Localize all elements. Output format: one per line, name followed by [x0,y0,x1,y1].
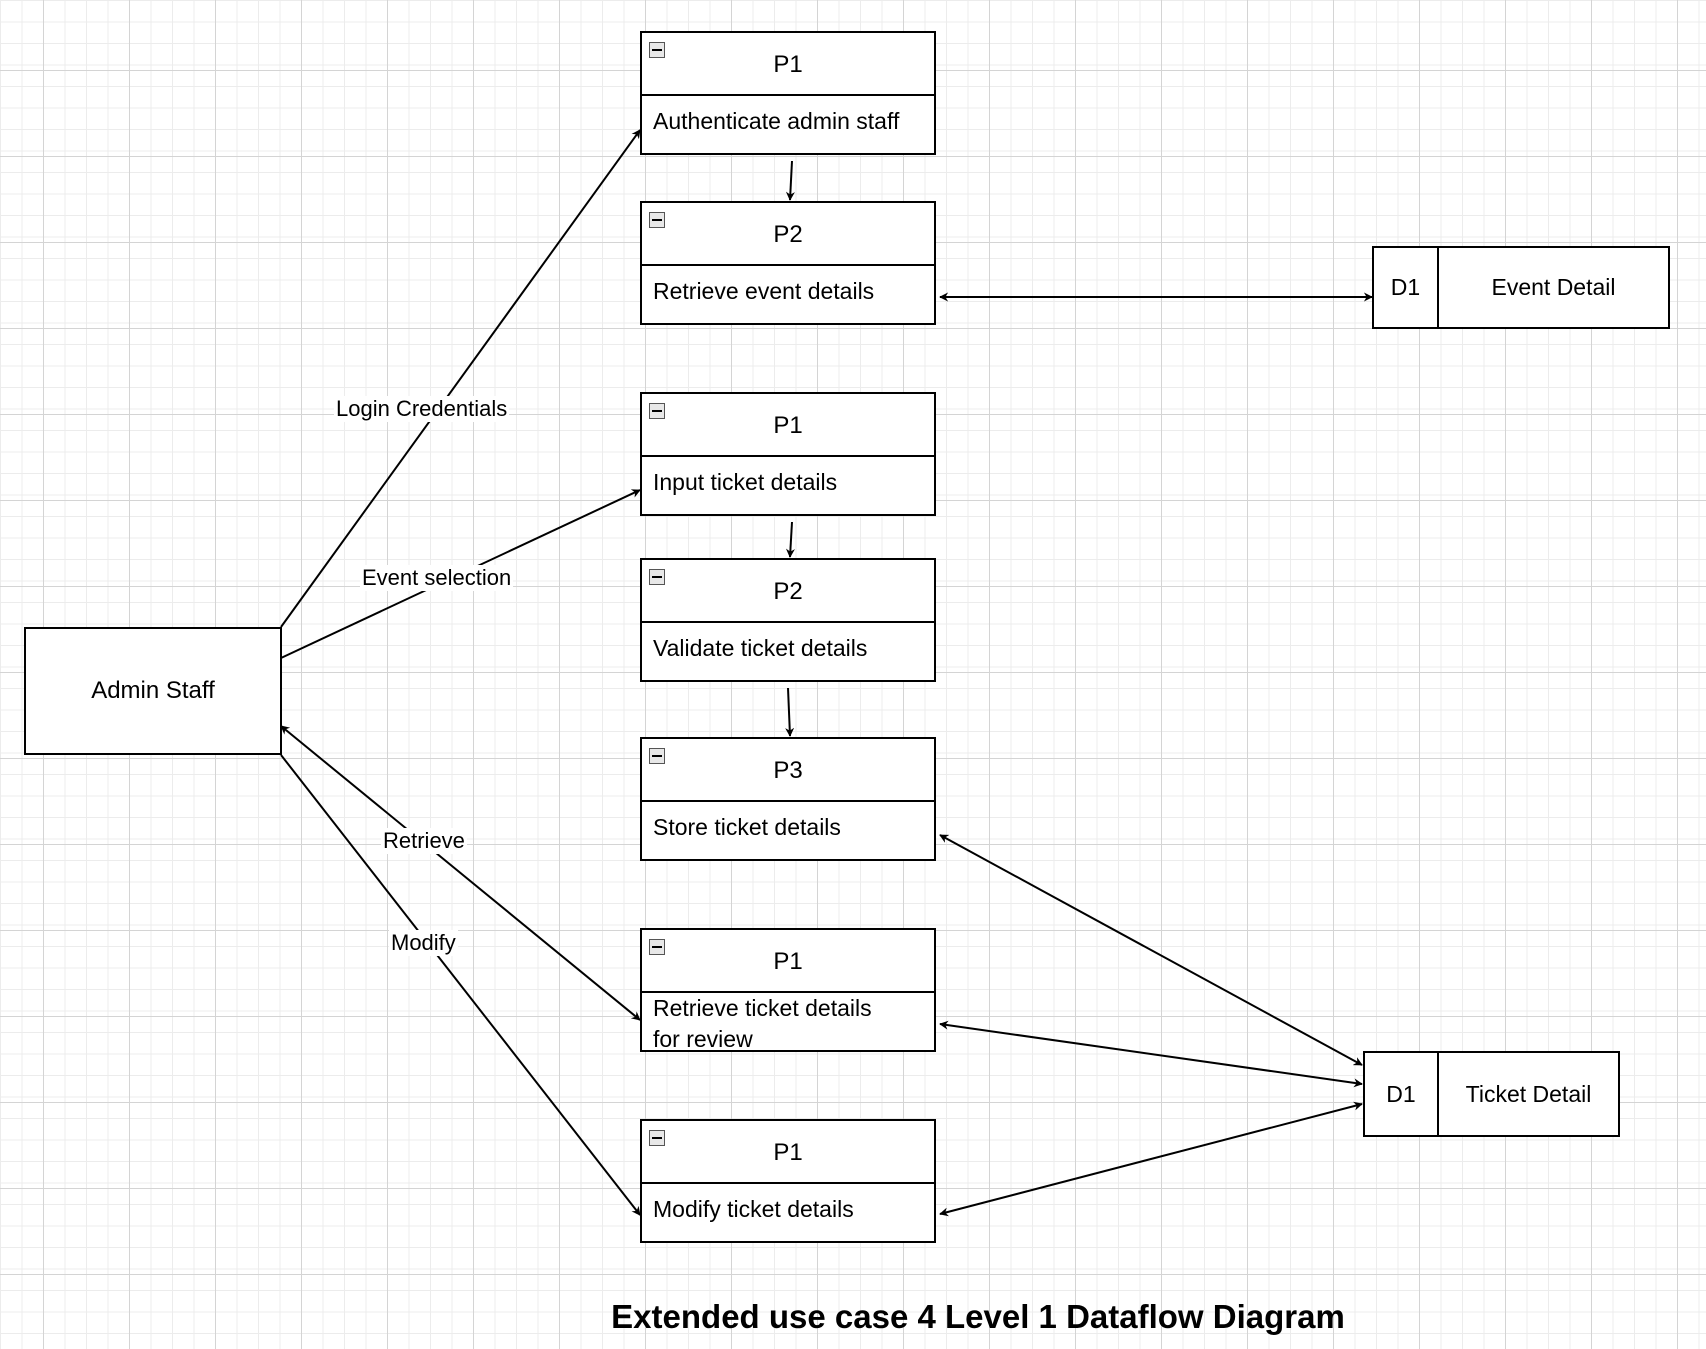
process-id: P3 [642,739,934,802]
process-name: Input ticket details [653,469,838,495]
collapse-icon[interactable] [649,569,665,585]
data-store-name: Event Detail [1491,274,1616,300]
flow-label-retrieve: Retrieve [381,828,467,854]
process-name: Authenticate admin staff [653,108,900,134]
process-name: Retrieve event details [653,278,875,304]
process-validate-ticket-details[interactable]: P2 Validate ticket details [640,558,936,682]
process-store-ticket-details[interactable]: P3 Store ticket details [640,737,936,861]
external-entity-admin-staff[interactable]: Admin Staff [24,627,282,755]
data-store-ticket-detail[interactable]: D1 Ticket Detail [1363,1051,1620,1137]
flow-label-modify: Modify [389,930,458,956]
caption-text: Extended use case 4 Level 1 Dataflow Dia… [611,1298,1345,1335]
collapse-icon[interactable] [649,403,665,419]
process-retrieve-event-details[interactable]: P2 Retrieve event details [640,201,936,325]
collapse-icon[interactable] [649,939,665,955]
process-id: P1 [642,33,934,96]
collapse-icon[interactable] [649,1130,665,1146]
data-store-id: D1 [1365,1053,1439,1135]
data-store-event-detail[interactable]: D1 Event Detail [1372,246,1670,329]
collapse-icon[interactable] [649,42,665,58]
process-id: P2 [642,203,934,266]
process-id: P1 [642,394,934,457]
process-id: P1 [642,930,934,993]
flow-modify-ticket-detail [939,1101,1363,1217]
diagram-caption: Extended use case 4 Level 1 Dataflow Dia… [0,1298,1706,1336]
entity-label: Admin Staff [91,677,215,704]
process-id: P2 [642,560,934,623]
flow-label-login-credentials: Login Credentials [334,396,510,422]
collapse-icon[interactable] [649,212,665,228]
process-input-ticket-details[interactable]: P1 Input ticket details [640,392,936,516]
process-modify-ticket-details[interactable]: P1 Modify ticket details [640,1119,936,1243]
process-name: Modify ticket details [653,1196,854,1222]
flow-login-credentials [280,129,641,628]
flow-review-ticket-detail [939,1020,1363,1088]
flow-authenticate-to-retrieve-event [785,160,795,201]
process-authenticate[interactable]: P1 Authenticate admin staff [640,31,936,155]
collapse-icon[interactable] [649,748,665,764]
data-store-id: D1 [1374,248,1439,327]
flow-label-event-selection: Event selection [360,565,514,591]
flow-modify [280,754,641,1216]
flow-retrieve [280,725,641,1021]
process-name: Retrieve ticket details for review [653,995,872,1052]
process-name: Store ticket details [653,814,841,840]
data-store-name: Ticket Detail [1465,1080,1592,1107]
flow-input-to-validate [785,521,795,558]
process-id: P1 [642,1121,934,1184]
process-retrieve-ticket-for-review[interactable]: P1 Retrieve ticket details for review [640,928,936,1052]
flow-validate-to-store [785,687,795,737]
flow-store-ticket-detail [939,834,1363,1066]
process-name: Validate ticket details [653,635,868,661]
